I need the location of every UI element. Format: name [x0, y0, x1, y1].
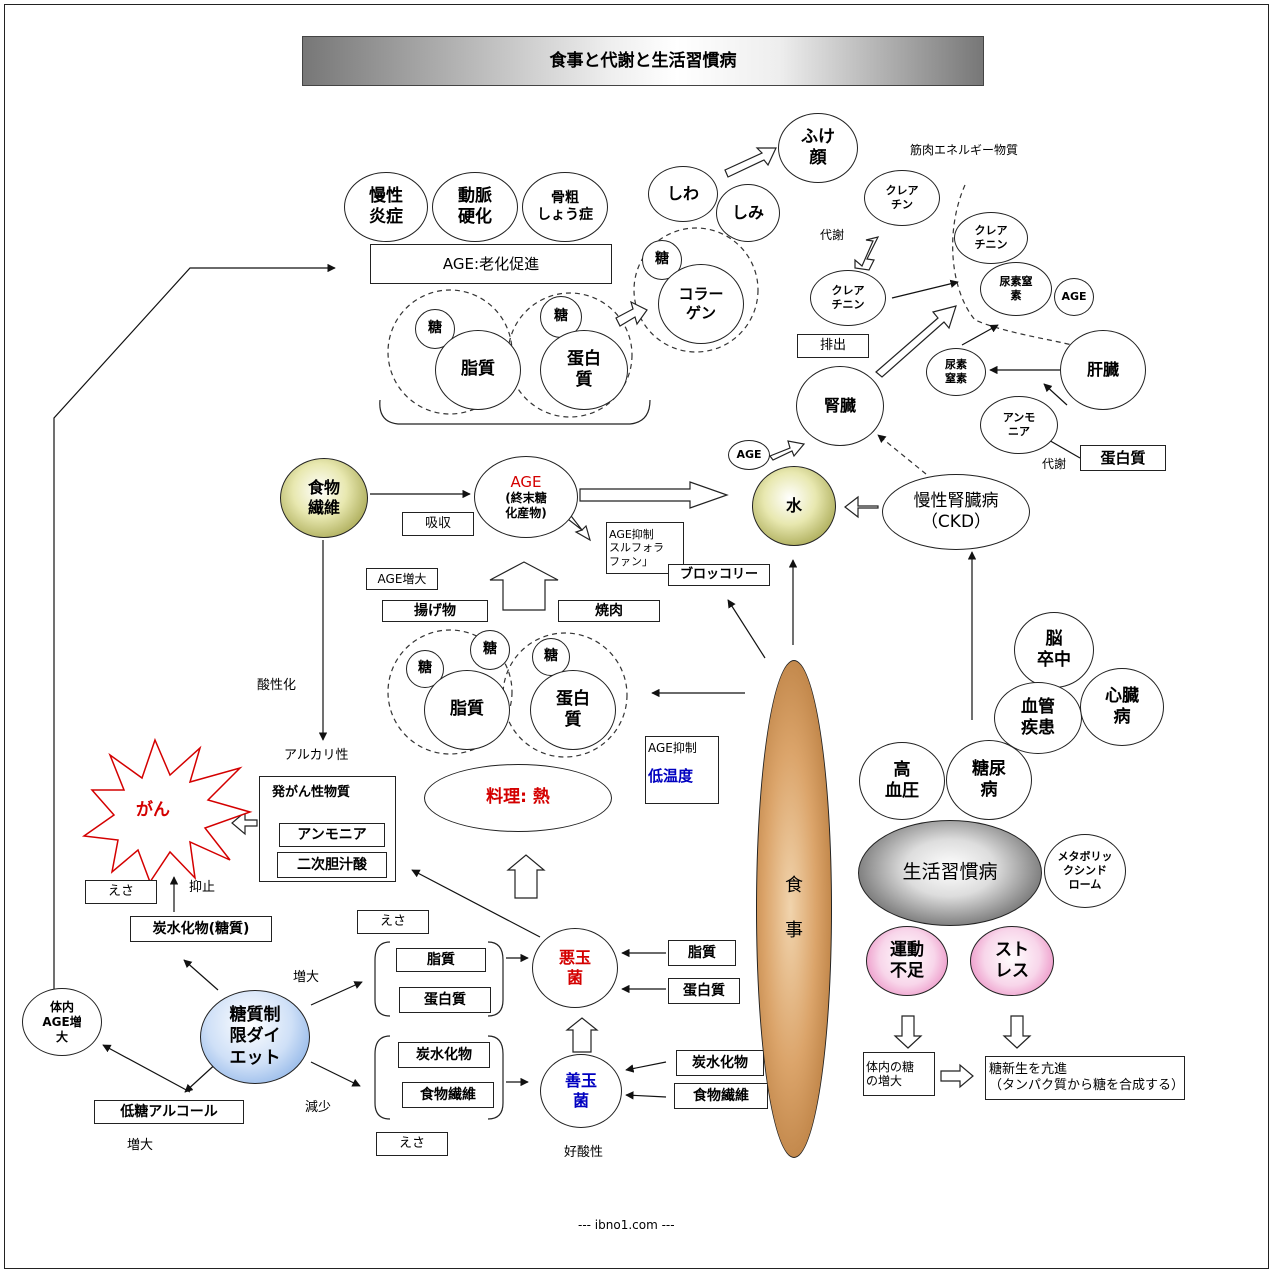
- muscle-energy-label: 筋肉エネルギー物質: [910, 143, 1019, 157]
- sugar-node: 糖: [470, 630, 510, 670]
- age-inhibit-label: AGE抑制: [648, 741, 697, 755]
- low-temp-label: 低温度: [648, 767, 694, 786]
- heart-disease-node: 心臓 病: [1080, 668, 1164, 746]
- lipid-node: 脂質: [435, 330, 521, 410]
- acidophilic-label: 好酸性: [564, 1145, 604, 1160]
- age-main-subtitle: (終末糖 化産物): [505, 491, 547, 521]
- spot-node: しみ: [716, 184, 780, 242]
- diagram-frame: [4, 4, 1269, 1269]
- decrease-label: 減少: [305, 1100, 332, 1115]
- carcinogen-label: 発がん性物質: [272, 785, 351, 800]
- collagen-group-outline: [633, 227, 759, 353]
- liver-node: 肝臓: [1060, 330, 1146, 410]
- collagen-node: コラー ゲン: [658, 264, 744, 344]
- ammonia-node: アンモ ニア: [980, 396, 1058, 454]
- fried-food-label: 揚げ物: [382, 600, 488, 622]
- page-title: 食事と代謝と生活習慣病: [302, 36, 984, 86]
- lipid-input-label: 脂質: [668, 940, 736, 966]
- fiber-input-label: 食物繊維: [674, 1083, 768, 1109]
- age-to-water-arrow: [579, 481, 729, 509]
- age-node: AGE: [1054, 278, 1094, 316]
- yakiniku-label: 焼肉: [558, 600, 660, 622]
- age-increase-arrow: [489, 561, 559, 611]
- stress-node: スト レス: [970, 926, 1054, 996]
- age-main-title: AGE: [510, 472, 542, 491]
- osteoporosis-node: 骨粗 しょう症: [522, 172, 608, 242]
- sugar-node: 糖: [406, 650, 444, 688]
- urea-nitrogen-node: 尿素窒 素: [980, 262, 1052, 316]
- absorption-label: 吸収: [402, 512, 474, 536]
- protein-label: 蛋白質: [1080, 445, 1166, 471]
- footer-credit: --- ibno1.com ---: [578, 1218, 675, 1232]
- age-main-node: AGE (終末糖 化産物): [474, 456, 578, 538]
- water-node: 水: [752, 466, 836, 546]
- chronic-inflammation-node: 慢性 炎症: [344, 172, 428, 242]
- protein-label: 蛋白質: [399, 987, 491, 1013]
- dietary-fiber-node: 食物 繊維: [280, 458, 368, 538]
- alkaline-label: アルカリ性: [284, 748, 349, 763]
- age-aging-label: AGE:老化促進: [370, 244, 612, 284]
- cooking-lipid-outline: [387, 629, 513, 755]
- suppress-label: 抑止: [189, 880, 216, 895]
- low-sugar-alcohol-label: 低糖アルコール: [94, 1100, 244, 1124]
- acidify-label: 酸性化: [257, 678, 297, 693]
- creatinine-node: クレア チニン: [810, 270, 886, 326]
- carb-input-label: 炭水化物: [676, 1050, 764, 1076]
- age-node: AGE: [728, 440, 770, 470]
- kidney-node: 腎臓: [796, 366, 884, 446]
- carb-label: 炭水化物: [398, 1042, 490, 1068]
- feed-label: えさ: [85, 880, 157, 904]
- feed-label: えさ: [376, 1132, 448, 1156]
- gluconeogenesis-label: 糖新生を亢進 （タンパク質から糖を合成する）: [985, 1056, 1185, 1100]
- lifestyle-disease-node: 生活習慣病: [858, 820, 1042, 926]
- age-inhibit-box: AGE抑制 低温度: [645, 736, 719, 804]
- increase-label: 増大: [127, 1138, 154, 1153]
- lack-of-exercise-node: 運動 不足: [866, 926, 948, 996]
- ckd-node: 慢性腎臓病 （CKD）: [882, 474, 1030, 550]
- protein-input-label: 蛋白質: [668, 978, 740, 1004]
- good-bacteria-node: 善玉 菌: [540, 1054, 622, 1128]
- creatine-node: クレア チン: [864, 170, 940, 226]
- cooking-protein-outline: [502, 632, 628, 758]
- metabolism-label: 代謝: [820, 228, 845, 242]
- top-brace: [379, 399, 651, 425]
- ammonia-label: アンモニア: [279, 823, 385, 847]
- old-face-node: ふけ 顔: [778, 113, 858, 183]
- body-age-node: 体内 AGE増 大: [22, 988, 102, 1056]
- metabolic-syndrome-node: メタボリッ クシンド ローム: [1044, 834, 1126, 908]
- carb-sugar-label: 炭水化物(糖質): [130, 916, 272, 942]
- feed-label: えさ: [357, 910, 429, 934]
- stroke-node: 脳 卒中: [1014, 612, 1094, 688]
- cancer-burst: [81, 737, 253, 884]
- protein-node: 蛋白 質: [540, 330, 628, 410]
- cancer-label: がん: [136, 800, 170, 820]
- diabetes-node: 糖尿 病: [946, 740, 1032, 820]
- bile-acid-label: 二次胆汁酸: [277, 852, 387, 878]
- excretion-label: 排出: [797, 334, 869, 358]
- increase-label: 増大: [293, 970, 320, 985]
- protein-group-outline: [507, 292, 633, 418]
- bad-bacteria-node: 悪玉 菌: [532, 928, 618, 1008]
- protein-node: 蛋白 質: [530, 670, 616, 750]
- urea-nitrogen-node: 尿素 窒素: [926, 348, 986, 396]
- age-increase-label: AGE増大: [366, 568, 438, 590]
- broccoli-label: ブロッコリー: [668, 564, 770, 586]
- hypertension-node: 高 血圧: [859, 742, 945, 820]
- cooking-heat-node: 料理: 熱: [424, 764, 612, 832]
- meal-node: 食 事: [756, 660, 832, 1158]
- lipid-label: 脂質: [396, 948, 486, 972]
- metabolism-label: 代謝: [1042, 457, 1067, 471]
- body-sugar-label: 体内の糖 の増大: [863, 1052, 935, 1096]
- low-carb-diet-node: 糖質制 限ダイ エット: [200, 990, 310, 1084]
- vascular-disease-node: 血管 疾患: [994, 682, 1082, 754]
- arteriosclerosis-node: 動脈 硬化: [432, 172, 518, 242]
- wrinkle-node: しわ: [648, 166, 718, 222]
- creatinine-node: クレア チニン: [954, 212, 1028, 264]
- fiber-label: 食物繊維: [402, 1082, 494, 1108]
- lipid-node: 脂質: [424, 670, 510, 750]
